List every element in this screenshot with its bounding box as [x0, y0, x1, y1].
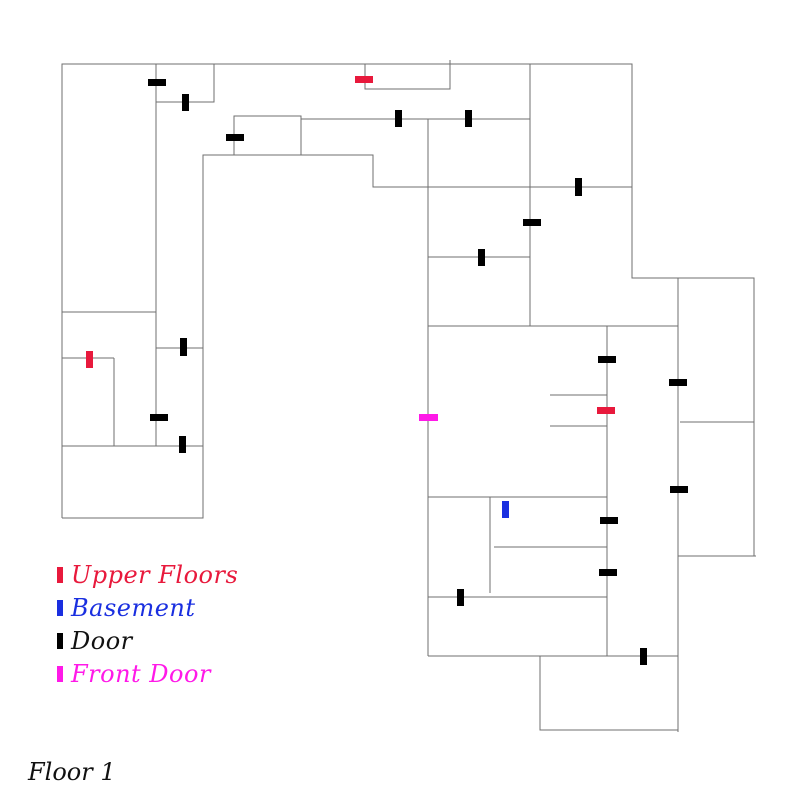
door-marker: [179, 436, 186, 453]
legend-label: Front Door: [71, 659, 211, 688]
legend-swatch: [57, 566, 63, 583]
wall: [61, 63, 755, 556]
door-marker: [523, 219, 541, 226]
legend-label: Basement: [71, 593, 196, 622]
legend-item-basement: Basement: [57, 591, 238, 624]
front-door-marker: [419, 414, 438, 421]
door-marker: [182, 94, 189, 111]
door-marker: [180, 338, 187, 356]
floor-label: Floor 1: [28, 758, 116, 786]
wall: [233, 115, 302, 155]
door-marker: [670, 486, 688, 493]
door-marker: [457, 589, 464, 606]
wall: [156, 64, 215, 103]
legend-label: Door: [71, 626, 133, 655]
legend-swatch: [57, 599, 63, 616]
door-marker: [148, 79, 166, 86]
legend-item-front-door: Front Door: [57, 657, 238, 690]
door-marker: [575, 178, 582, 196]
legend-swatch: [57, 632, 63, 649]
upper-floors-stairs-marker: [86, 351, 93, 368]
legend-swatch: [57, 665, 63, 682]
basement-stairs-marker: [502, 501, 509, 518]
door-marker: [478, 249, 485, 266]
doors: [148, 79, 688, 665]
door-marker: [395, 110, 402, 127]
door-marker: [465, 110, 472, 127]
door-marker: [669, 379, 687, 386]
door-marker: [598, 356, 616, 363]
door-marker: [599, 569, 617, 576]
door-marker: [640, 648, 647, 665]
map-legend: Upper Floors Basement Door Front Door: [57, 558, 238, 690]
legend-item-door: Door: [57, 624, 238, 657]
legend-item-upper-floors: Upper Floors: [57, 558, 238, 591]
wall: [539, 656, 678, 731]
door-marker: [600, 517, 618, 524]
wall: [62, 154, 632, 519]
stairs-up: [86, 76, 615, 414]
legend-label: Upper Floors: [71, 560, 239, 589]
upper-floors-stairs-marker: [355, 76, 373, 83]
door-marker: [150, 414, 168, 421]
door-marker: [226, 134, 244, 141]
upper-floors-stairs-marker: [597, 407, 615, 414]
